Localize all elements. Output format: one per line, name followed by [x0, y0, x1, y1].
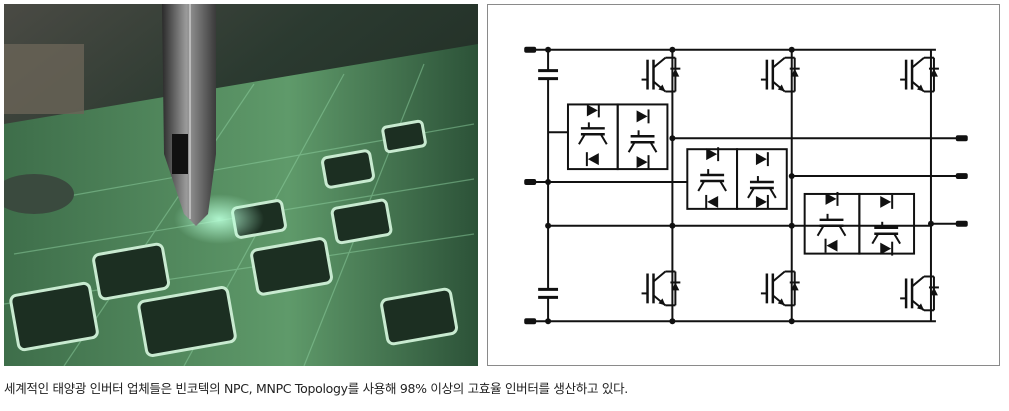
npc-topology-schematic	[487, 4, 1000, 366]
capacitor-symbol-icon	[538, 69, 559, 299]
figure-caption: 세계적인 태양광 인버터 업체들은 빈코텍의 NPC, MNPC Topolog…	[4, 381, 628, 396]
terminal-dot-icon	[545, 46, 934, 325]
pcb-probe-photo	[4, 4, 478, 366]
